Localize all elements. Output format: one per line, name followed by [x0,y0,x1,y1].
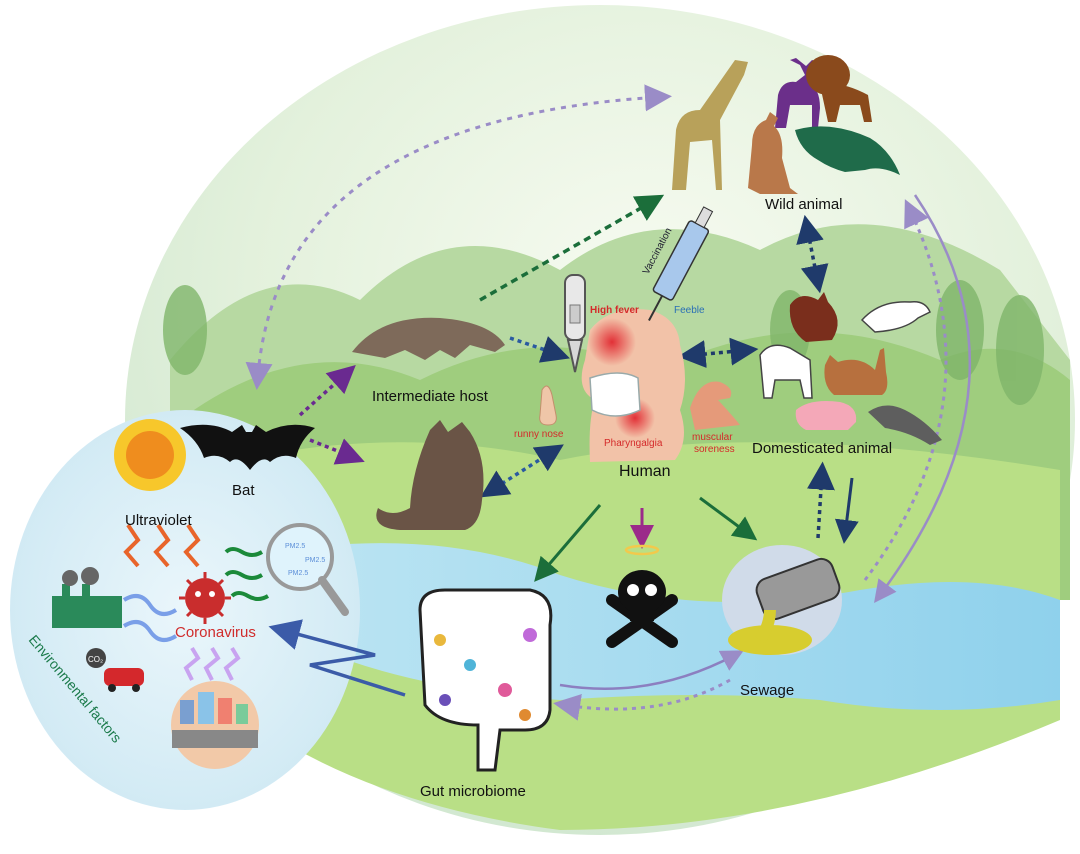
kangaroo-icon [748,112,798,194]
gut-microbiome-label: Gut microbiome [420,783,526,800]
dog-icon [759,344,813,399]
pangolin-icon [352,317,505,360]
domesticated-animal-label: Domesticated animal [752,440,893,457]
feeble-label: Feeble [674,305,705,316]
intermediate-host-label: Intermediate host [372,388,488,405]
chicken-icon [789,292,838,342]
city-traffic-icon [171,681,259,769]
coronavirus-label: Coronavirus [175,624,256,641]
civet-icon [376,420,484,530]
soreness-label: soreness [694,444,735,455]
pm25-label-2: PM2.5 [305,557,325,564]
pm25-label-1: PM2.5 [285,543,305,550]
airflow-blue [122,594,178,642]
gut-microbiome-icon [418,588,553,772]
face-mask-icon [589,372,641,417]
muscular-label: muscular [692,432,733,443]
co2-label: CO₂ [88,655,103,664]
heat-waves [183,646,241,681]
nose-icon [539,385,557,426]
domesticated-animal-group [759,292,942,445]
muscle-arm-icon [690,381,740,430]
transmission-arrows [245,84,972,721]
ultraviolet-rays [123,523,201,568]
ferret-icon [860,300,931,333]
coronavirus-icon [179,572,231,624]
factory-icon [52,567,122,628]
sewage-icon [722,545,842,655]
high-fever-label: High fever [590,305,639,316]
ultraviolet-label: Ultraviolet [125,512,192,529]
environmental-factors-region [10,410,360,810]
wild-animal-group [672,55,900,194]
car-pollution-icon [86,648,144,692]
bat-icon [180,424,315,470]
cat-icon [824,348,888,395]
death-skull-icon [606,544,678,648]
sewage-label: Sewage [740,682,795,699]
thermometer-icon [564,274,586,373]
bat-label: Bat [232,482,255,499]
human-label: Human [619,463,671,480]
pharyngalgia-label: Pharyngalgia [604,438,663,449]
pm25-label-3: PM2.5 [288,570,308,577]
pm25-waves [224,547,270,601]
otter-icon [868,405,942,445]
syringe-icon [648,206,714,321]
sun-icon [114,419,186,491]
runny-nose-label: runny nose [514,429,564,440]
crocodile-icon [795,126,900,175]
pm25-magnifier-icon [266,523,349,616]
wild-animal-label: Wild animal [765,196,843,213]
pig-icon [795,401,857,430]
lion-icon [806,55,872,122]
giraffe-icon [672,60,748,190]
human-figure [581,309,685,462]
